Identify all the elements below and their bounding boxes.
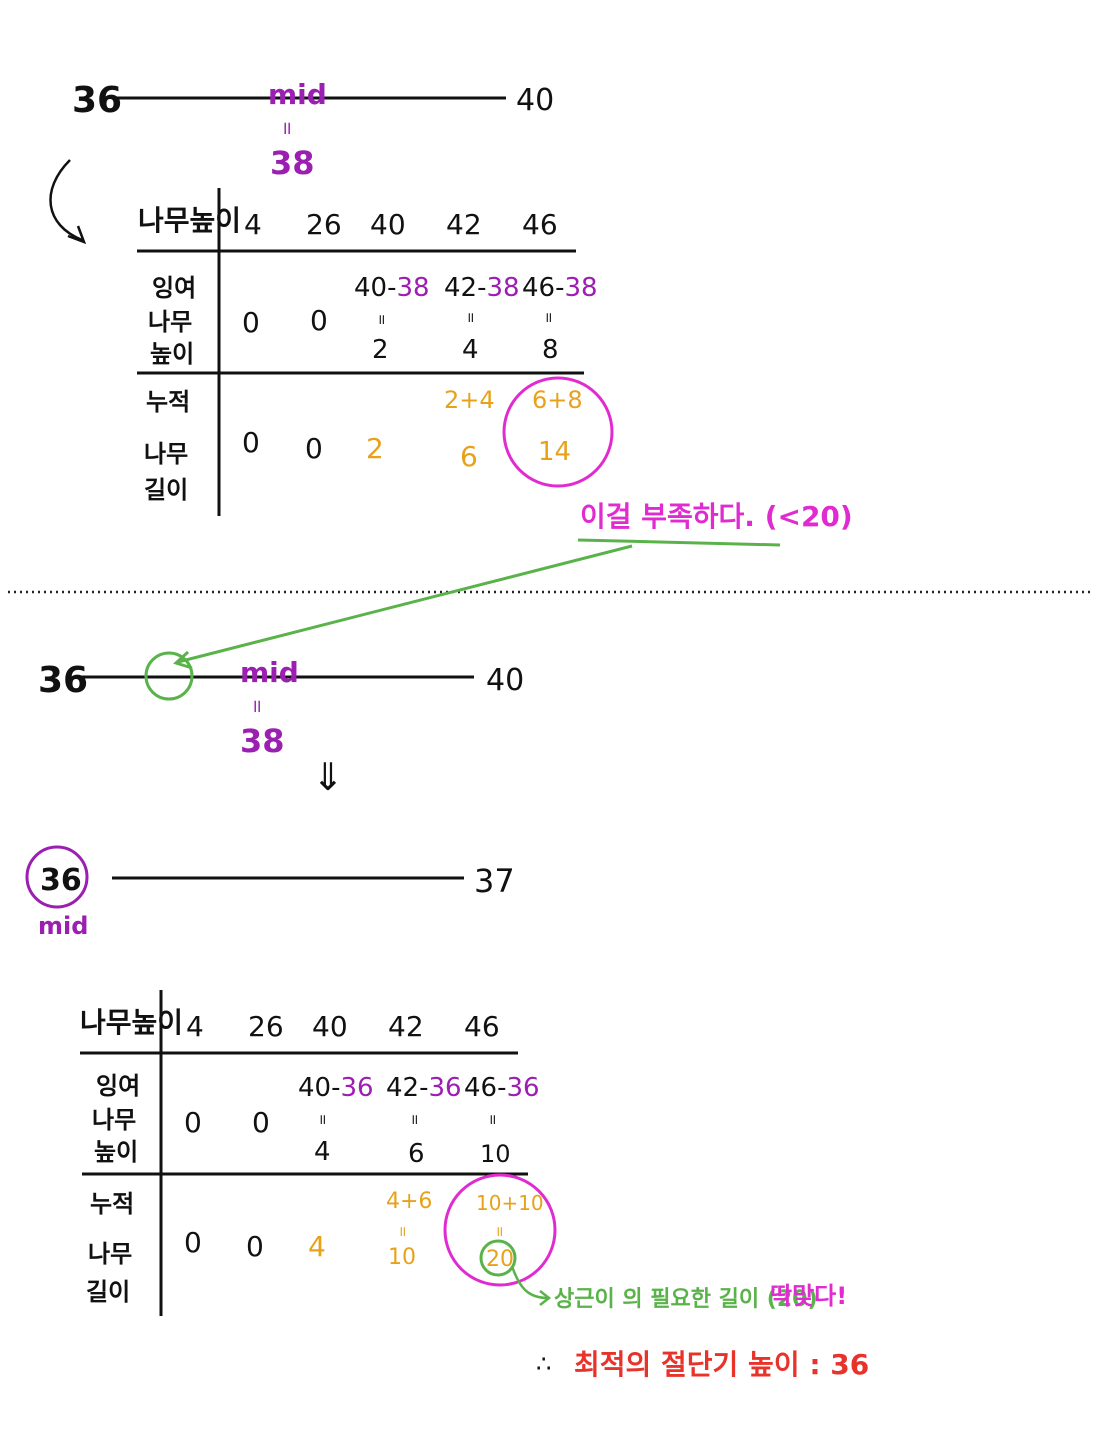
height-cell: 46: [464, 1010, 500, 1043]
step3-table: 나무높이 4 26 40 42 46 잉여 나무 높이 0 0 40-36 42…: [80, 990, 557, 1316]
height-cell: 42: [446, 208, 482, 241]
height-cell: 42: [388, 1010, 424, 1043]
range-end: 40: [486, 663, 524, 698]
eq-mark: ॥: [466, 310, 474, 326]
cumulative-cell: 14: [538, 437, 571, 467]
cumulative-label-line: 누적: [146, 388, 190, 416]
remainder-cell: 0: [242, 306, 260, 339]
remainder-cell: 0: [184, 1106, 202, 1139]
arrowhead-icon: [539, 1290, 552, 1306]
required-length-note: 상근이 의 필요한 길이 (20): [554, 1287, 818, 1312]
remainder-expr: 42-38: [444, 273, 520, 303]
highlight-circle: [502, 376, 614, 488]
step1-number-line: 36 40 mid ॥ 38: [72, 78, 554, 182]
green-arrow-icon: [173, 544, 633, 670]
step2-number-line: 36 40 mid ॥ 38 ⇓: [38, 651, 524, 799]
cumulative-label-line: 길이: [144, 476, 188, 504]
eq-mark: ॥: [377, 312, 385, 328]
cumulative-sum: 2+4: [444, 386, 495, 414]
cumulative-label-line: 나무: [144, 440, 188, 468]
cumulative-sum: 4+6: [386, 1189, 432, 1214]
height-cell: 40: [370, 208, 406, 241]
cumulative-cell: 0: [184, 1226, 202, 1259]
remainder-cell: 0: [310, 304, 328, 337]
range-end: 37: [474, 862, 515, 900]
insufficient-note: 이걸 부족하다. (<20): [580, 500, 853, 533]
cumulative-label-line: 누적: [90, 1190, 134, 1218]
note-underline: [577, 538, 781, 547]
remainder-expr: 46-38: [522, 273, 598, 303]
green-pointer-arrow-icon: [510, 1265, 549, 1300]
eq-mark: ॥: [410, 1112, 418, 1128]
remainder-label-line: 높이: [150, 340, 194, 368]
mid-label: mid: [268, 78, 327, 111]
cumulative-cell: 0: [305, 432, 323, 465]
remainder-expr: 40-38: [354, 273, 430, 303]
remainder-result: 10: [480, 1140, 511, 1168]
cumulative-cell: 0: [246, 1230, 264, 1263]
cumulative-cell: 2: [366, 432, 384, 465]
eq-mark: ॥: [488, 1112, 496, 1128]
height-cell: 26: [306, 208, 342, 241]
remainder-result: 2: [372, 335, 389, 365]
remainder-label-line: 잉여: [152, 274, 196, 302]
remainder-result: 4: [462, 335, 479, 365]
match-circle: [479, 1239, 517, 1277]
therefore-symbol: ∴: [536, 1350, 551, 1378]
cumulative-sum: 10+10: [476, 1191, 544, 1215]
cumulative-cell: 0: [242, 426, 260, 459]
height-cell: 4: [186, 1010, 204, 1043]
height-cell: 4: [244, 208, 262, 241]
remainder-label-line: 높이: [94, 1138, 138, 1166]
remainder-label-line: 나무: [148, 308, 192, 336]
eq-mark: ॥: [398, 1224, 406, 1240]
step1-note: 이걸 부족하다. (<20): [577, 500, 853, 547]
height-cell: 26: [248, 1010, 284, 1043]
cumulative-sum: 6+8: [532, 386, 583, 414]
mid-label: mid: [38, 912, 88, 940]
header-label: 나무높이: [80, 1006, 183, 1039]
mid-eq: ॥: [281, 118, 292, 139]
cumulative-label-line: 길이: [86, 1278, 130, 1306]
step1-table: 나무높이 4 26 40 42 46 잉여 나무 높이 0 0 40-38 42…: [137, 188, 614, 516]
curved-arrow-icon: [49, 159, 87, 245]
range-start: 36: [40, 863, 82, 898]
eq-mark: ॥: [495, 1224, 503, 1240]
remainder-label-line: 나무: [92, 1106, 136, 1134]
range-start: 36: [38, 660, 88, 701]
mid-eq: ॥: [251, 696, 262, 717]
cumulative-cell: 20: [486, 1247, 514, 1272]
mid-value: 38: [240, 722, 285, 760]
down-arrow-icon: ⇓: [312, 755, 344, 799]
remainder-result: 4: [314, 1137, 331, 1167]
remainder-cell: 0: [252, 1106, 270, 1139]
remainder-result: 8: [542, 335, 559, 365]
mid-value: 38: [270, 144, 315, 182]
eq-mark: ॥: [318, 1112, 326, 1128]
range-start: 36: [72, 80, 122, 121]
remainder-label-line: 잉여: [96, 1072, 140, 1100]
cumulative-cell: 10: [388, 1245, 416, 1270]
remainder-expr: 46-36: [464, 1073, 540, 1103]
highlight-circle: [443, 1173, 557, 1287]
step3-notes: 상근이 의 필요한 길이 (20) 딱맞다! ∴ 최적의 절단기 높이 : 36: [510, 1265, 869, 1381]
cumulative-label-line: 나무: [88, 1240, 132, 1268]
header-label: 나무높이: [138, 204, 241, 237]
step3-number-line: 36 37 mid: [25, 845, 515, 940]
remainder-expr: 42-36: [386, 1073, 462, 1103]
remainder-expr: 40-36: [298, 1073, 374, 1103]
conclusion-text: 최적의 절단기 높이 : 36: [574, 1348, 869, 1381]
eq-mark: ॥: [544, 310, 552, 326]
range-end: 40: [516, 83, 554, 118]
height-cell: 40: [312, 1010, 348, 1043]
height-cell: 46: [522, 208, 558, 241]
remainder-result: 6: [408, 1139, 425, 1169]
mid-circle: [25, 845, 89, 909]
exact-match-note: 딱맞다!: [770, 1282, 847, 1310]
lower-half-circle: [144, 651, 194, 701]
cumulative-cell: 6: [460, 440, 478, 473]
cumulative-cell: 4: [308, 1230, 326, 1263]
mid-label: mid: [240, 656, 299, 689]
